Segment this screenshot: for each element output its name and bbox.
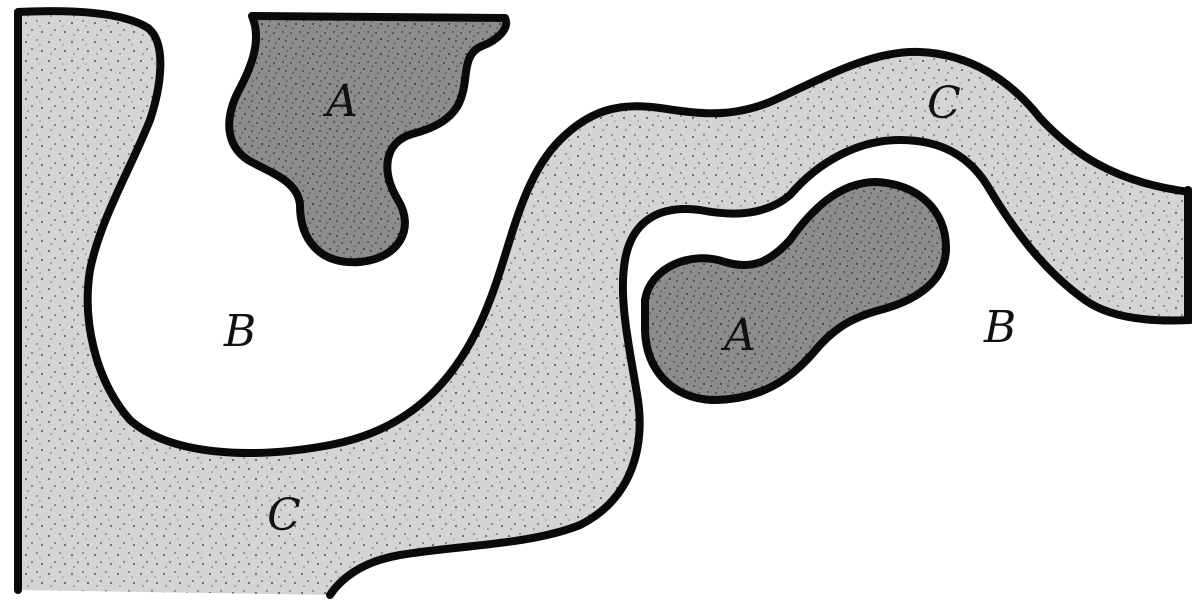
label-b-left: B [223, 306, 256, 357]
label-c-lower: C [267, 490, 301, 541]
label-a-upper: A [322, 76, 358, 127]
region-a-lower [645, 182, 946, 400]
label-a-lower: A [720, 310, 756, 361]
label-c-upper: C [927, 78, 961, 129]
region-a-upper [229, 16, 506, 262]
label-b-right: B [983, 302, 1016, 353]
